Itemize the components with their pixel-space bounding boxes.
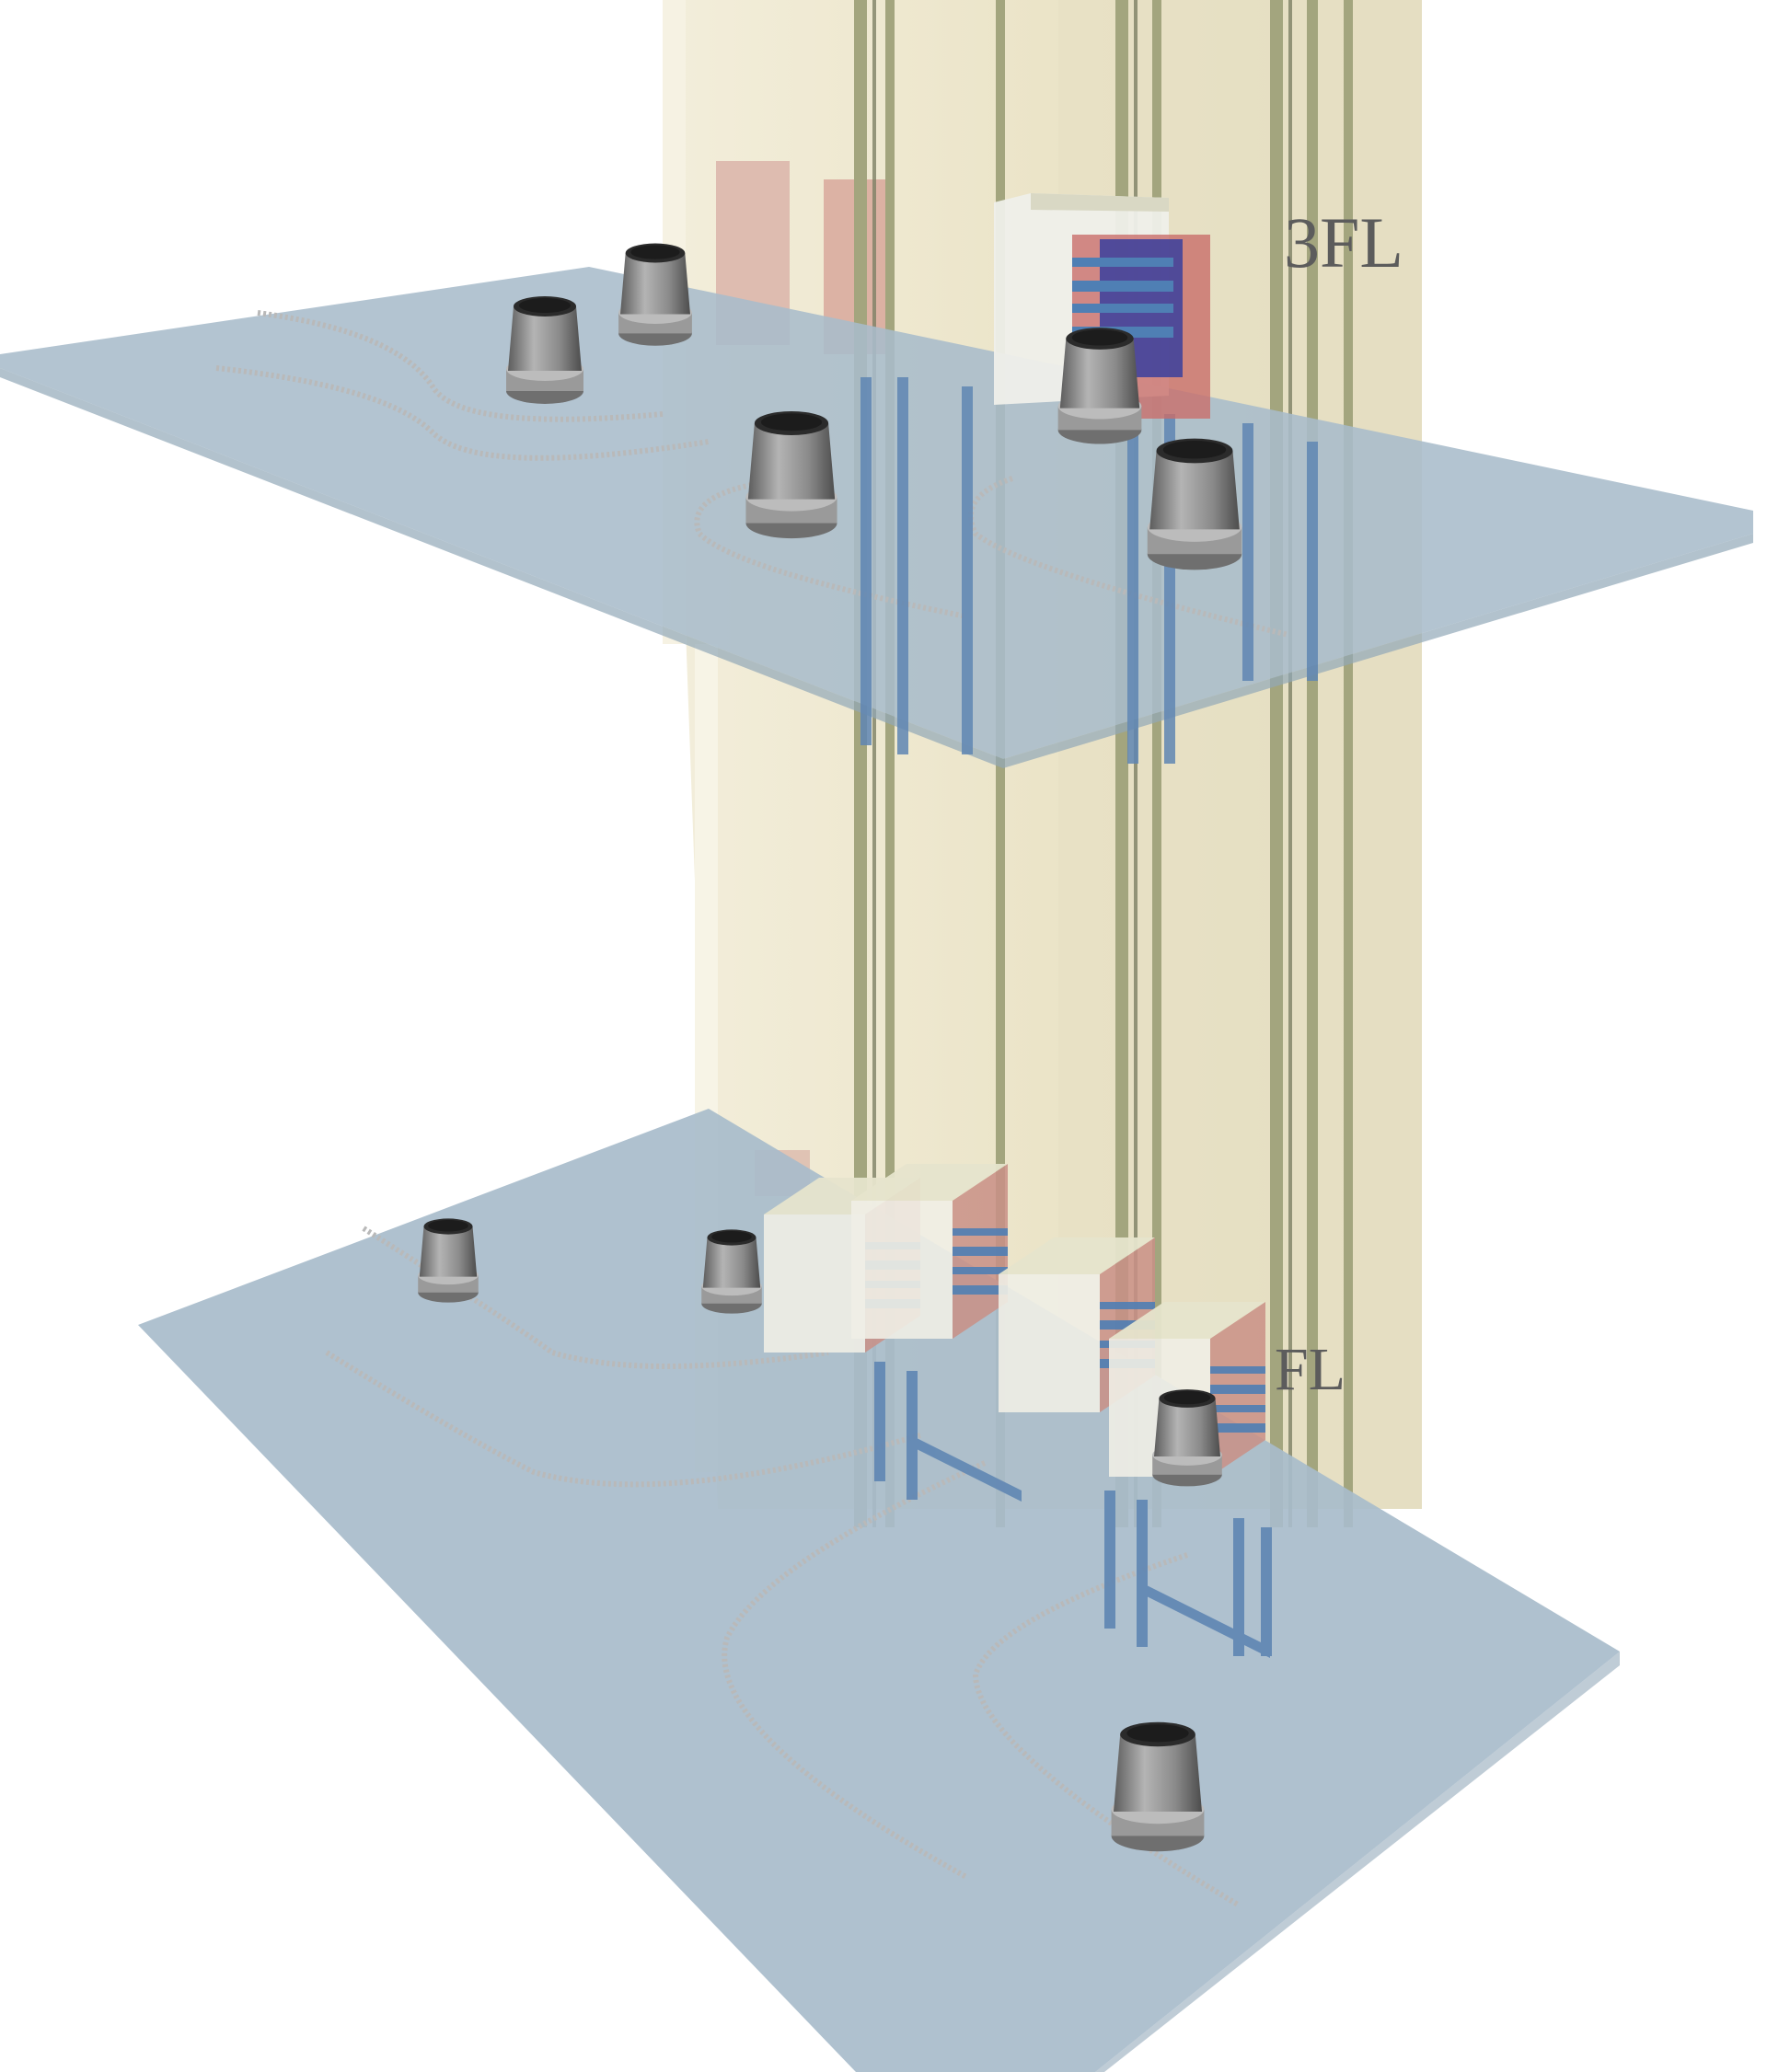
upper-blue-pipes xyxy=(860,377,1318,764)
lower-floor-plate xyxy=(138,1109,1620,2072)
robot-icon xyxy=(618,243,692,346)
robot-icon xyxy=(1111,1721,1205,1852)
upper-guide-tracks xyxy=(215,310,1289,638)
robot-icon xyxy=(506,296,583,404)
robot-icon xyxy=(1152,1389,1222,1487)
robot-icon xyxy=(1147,438,1242,570)
robot-icon xyxy=(418,1218,479,1303)
lower-guide-tracks xyxy=(325,1226,1240,1907)
elevator-car-icon xyxy=(851,1164,1008,1339)
robot-icon xyxy=(1057,328,1142,444)
floor-label-3fl: 3FL xyxy=(1284,202,1403,282)
robot-icon xyxy=(701,1229,762,1314)
floor-label-lower: FL xyxy=(1275,1336,1345,1403)
lower-blue-pipes xyxy=(874,1362,1272,1658)
robot-icon xyxy=(745,411,837,539)
